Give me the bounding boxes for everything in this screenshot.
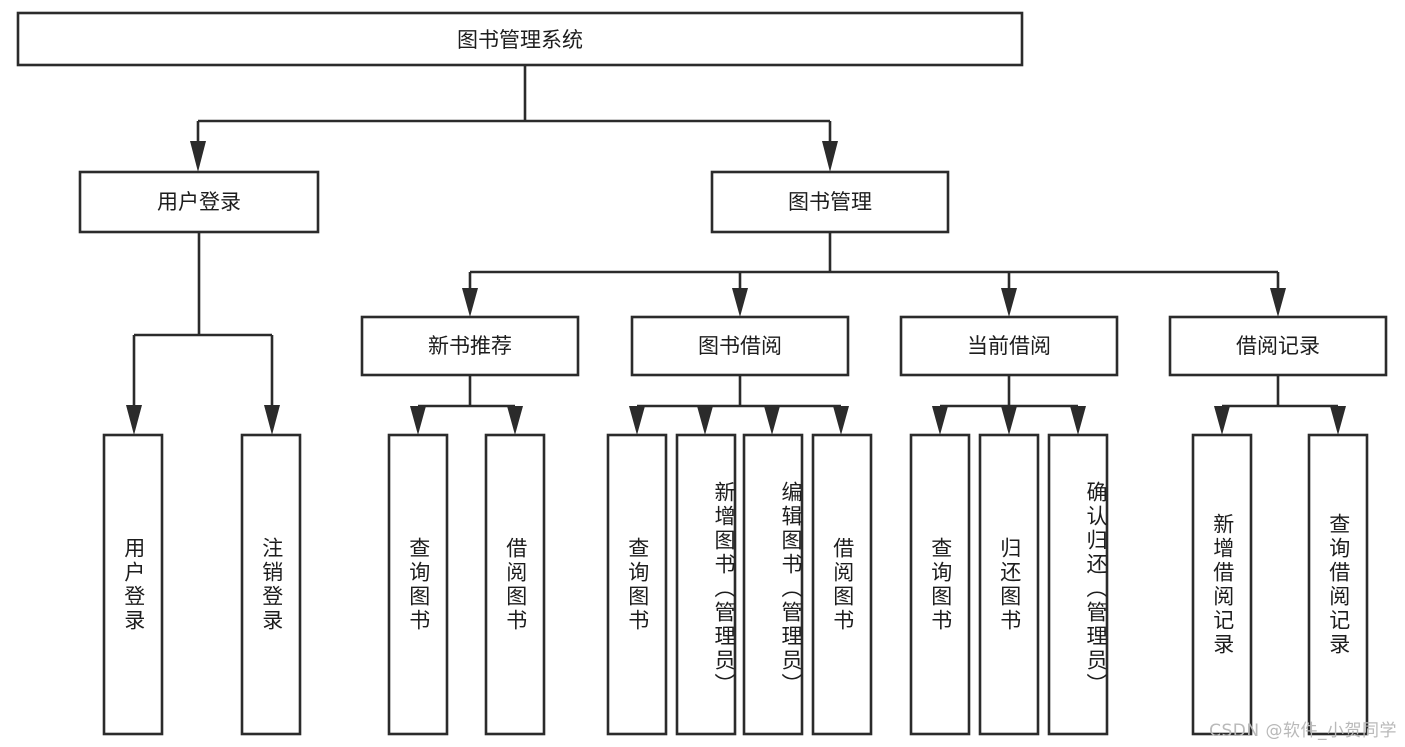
- node-user-login-label: 用户登录: [157, 190, 241, 214]
- leaf-box-new-book-1[interactable]: [484, 433, 546, 736]
- node-borrow-record-label: 借阅记录: [1236, 334, 1320, 358]
- arrow-icon: [410, 406, 426, 435]
- node-new-book-recommend-label: 新书推荐: [428, 334, 512, 358]
- arrow-icon: [190, 141, 206, 172]
- arrow-icon: [1270, 288, 1286, 317]
- leaf-box-borrow-record-0[interactable]: [1191, 433, 1253, 736]
- arrow-icon: [507, 406, 523, 435]
- leaf-box-book-borrow-0[interactable]: [606, 433, 668, 736]
- leaf-box-book-borrow-2[interactable]: [742, 433, 804, 736]
- node-current-borrow-box[interactable]: [899, 315, 1119, 377]
- arrow-icon: [629, 406, 645, 435]
- watermark-text: CSDN @软件_小贺同学: [1209, 721, 1397, 741]
- arrow-icon: [822, 141, 838, 172]
- arrow-icon: [264, 405, 280, 435]
- arrow-icon: [697, 406, 713, 435]
- arrow-icon: [764, 406, 780, 435]
- leaf-box-new-book-0[interactable]: [387, 433, 449, 736]
- arrow-icon: [1330, 406, 1346, 435]
- connector-root-to-level1: [190, 65, 838, 172]
- connector-book-management-to-level2: [462, 232, 1286, 317]
- node-user-login-box[interactable]: [78, 170, 320, 234]
- node-book-borrow[interactable]: 图书借阅: [630, 315, 850, 377]
- arrow-icon: [932, 406, 948, 435]
- node-new-book-recommend[interactable]: 新书推荐: [360, 315, 580, 377]
- arrow-icon: [1214, 406, 1230, 435]
- leaf-box-book-borrow-3[interactable]: [811, 433, 873, 736]
- leaf-box-current-borrow-1[interactable]: [978, 433, 1040, 736]
- connector-current-borrow-to-leaves: [932, 375, 1086, 435]
- connector-borrow-record-to-leaves: [1214, 375, 1346, 435]
- node-root[interactable]: 图书管理系统: [16, 11, 1024, 67]
- node-borrow-record[interactable]: 借阅记录: [1168, 315, 1388, 377]
- node-current-borrow[interactable]: 当前借阅: [899, 315, 1119, 377]
- leaf-box-book-borrow-1[interactable]: [675, 433, 737, 736]
- leaf-box-current-borrow-2[interactable]: [1047, 433, 1109, 736]
- node-book-management[interactable]: 图书管理: [710, 170, 950, 234]
- arrow-icon: [462, 288, 478, 317]
- node-current-borrow-label: 当前借阅: [967, 334, 1051, 358]
- connector-book-borrow-to-leaves: [629, 375, 849, 435]
- node-new-book-recommend-box[interactable]: [360, 315, 580, 377]
- node-user-login[interactable]: 用户登录: [78, 170, 320, 234]
- leaf-box-user-login-0[interactable]: [102, 433, 164, 736]
- arrow-icon: [1001, 288, 1017, 317]
- arrow-icon: [732, 288, 748, 317]
- arrow-icon: [1001, 406, 1017, 435]
- node-book-management-label: 图书管理: [788, 190, 872, 214]
- arrow-icon: [126, 405, 142, 435]
- leaf-box-user-login-1[interactable]: [240, 433, 302, 736]
- connector-new-book-recommend-to-leaves: [410, 375, 523, 435]
- arrow-icon: [833, 406, 849, 435]
- leaf-box-borrow-record-1[interactable]: [1307, 433, 1369, 736]
- leaf-box-current-borrow-0[interactable]: [909, 433, 971, 736]
- arrow-icon: [1070, 406, 1086, 435]
- node-root-box[interactable]: [16, 11, 1024, 67]
- node-book-borrow-label: 图书借阅: [698, 334, 782, 358]
- connector-user-login-to-leaves: [126, 232, 280, 435]
- node-root-label: 图书管理系统: [457, 28, 583, 52]
